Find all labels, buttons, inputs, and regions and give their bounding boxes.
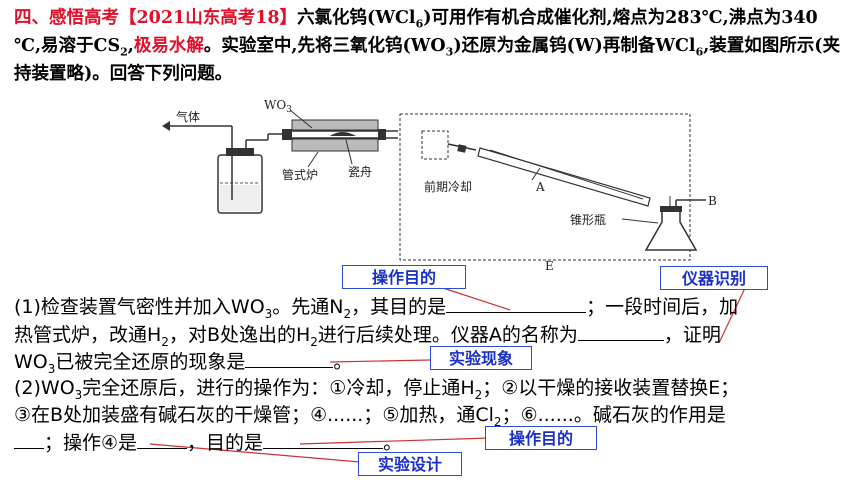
condenser-a: [447, 143, 651, 207]
tag-operation-purpose-1: 操作目的: [342, 265, 466, 289]
tag-operation-purpose-2: 操作目的: [485, 426, 597, 450]
connector-design: [149, 443, 361, 463]
intro-text: 。实验室中,先将三氧化钨(WO: [203, 36, 446, 56]
question-2-line-1: (2)WO3完全还原后，进行的操作为：①冷却，停止通H2；②以干燥的接收装置替换…: [14, 377, 740, 402]
enclosure-e: [399, 113, 691, 261]
connector-purpose2: [299, 437, 491, 445]
answer-blank-instrument[interactable]: [577, 321, 664, 341]
label-cooling: 前期冷却: [424, 179, 472, 194]
porcelain-boat-icon: [330, 132, 356, 136]
label-furnace: 管式炉: [282, 167, 318, 182]
intro-text: )可用作有机合成催化剂,熔点为283℃,沸点为340 ℃,易溶于CS: [14, 8, 818, 56]
intro-subscript: 6: [695, 45, 704, 59]
tube-furnace: [282, 119, 398, 152]
intro-text: ,装置如图所示(夹持装置略)。回答下列问题。: [14, 36, 841, 84]
flask-pointer: [621, 218, 659, 224]
question-intro: 四、感悟高考【2021山东高考18】六氯化钨(WCl6)可用作有机合成催化剂,熔…: [14, 4, 849, 88]
intro-text: ,: [127, 36, 134, 56]
answer-blank-phenomenon[interactable]: [245, 348, 334, 368]
tag-experiment-design: 实验设计: [358, 452, 462, 476]
answer-blank-operation4[interactable]: [137, 429, 188, 449]
question-2-line-3: ；操作④是，目的是。: [14, 429, 854, 457]
section-heading: 四、感悟高考【2021山东高考18】: [14, 8, 298, 28]
intro-text: )还原为金属钨(W)再制备WCl: [453, 36, 696, 56]
question-1-line-1: (1)检查装置气密性并加入WO3。先通N2，其目的是；一段时间后，加: [14, 293, 854, 321]
label-a: A: [535, 180, 545, 194]
intro-subscript: 2: [120, 45, 128, 59]
question-1-line-2: 热管式炉，改通H2，对B处逸出的H2进行后续处理。仪器A的名称为，证明: [14, 321, 854, 349]
intro-subscript: 6: [415, 17, 424, 31]
question-1-line-3: WO3已被完全还原的现象是。: [14, 348, 854, 376]
connector-purpose1: [439, 286, 511, 311]
answer-blank-sodalime[interactable]: [14, 429, 44, 449]
label-boat: 瓷舟: [348, 165, 372, 179]
wo3-pointer: [289, 109, 313, 129]
boat-pointer: [345, 139, 353, 165]
connector-identify: [718, 287, 746, 344]
question-2-line-2: ③在B处加装盛有碱石灰的干燥管；④......；⑤加热，通Cl2；⑥......…: [14, 404, 726, 429]
tag-instrument-identification: 仪器识别: [660, 266, 768, 290]
label-e: E: [545, 259, 554, 273]
label-flask: 锥形瓶: [570, 213, 606, 227]
erlenmeyer-flask: [644, 196, 706, 251]
wash-bottle: [217, 126, 290, 214]
a-pointer: [531, 167, 541, 181]
intro-subscript: 3: [445, 45, 454, 59]
intro-text: 六氯化钨(WCl: [297, 8, 416, 28]
answer-blank-purpose[interactable]: [446, 293, 587, 313]
connector-phenomenon: [329, 359, 431, 363]
highlight-hydrolysis: 极易水解: [133, 36, 204, 56]
answer-blank-purpose2[interactable]: [263, 429, 384, 449]
label-b: B: [708, 194, 717, 208]
furnace-pointer: [307, 151, 319, 168]
label-gas: 气体: [176, 109, 200, 124]
label-wo3: WO3: [264, 98, 292, 115]
gas-arrow-icon: [162, 121, 170, 131]
tag-experiment-phenomenon: 实验现象: [430, 346, 532, 370]
pre-cooling-box: [421, 130, 449, 160]
